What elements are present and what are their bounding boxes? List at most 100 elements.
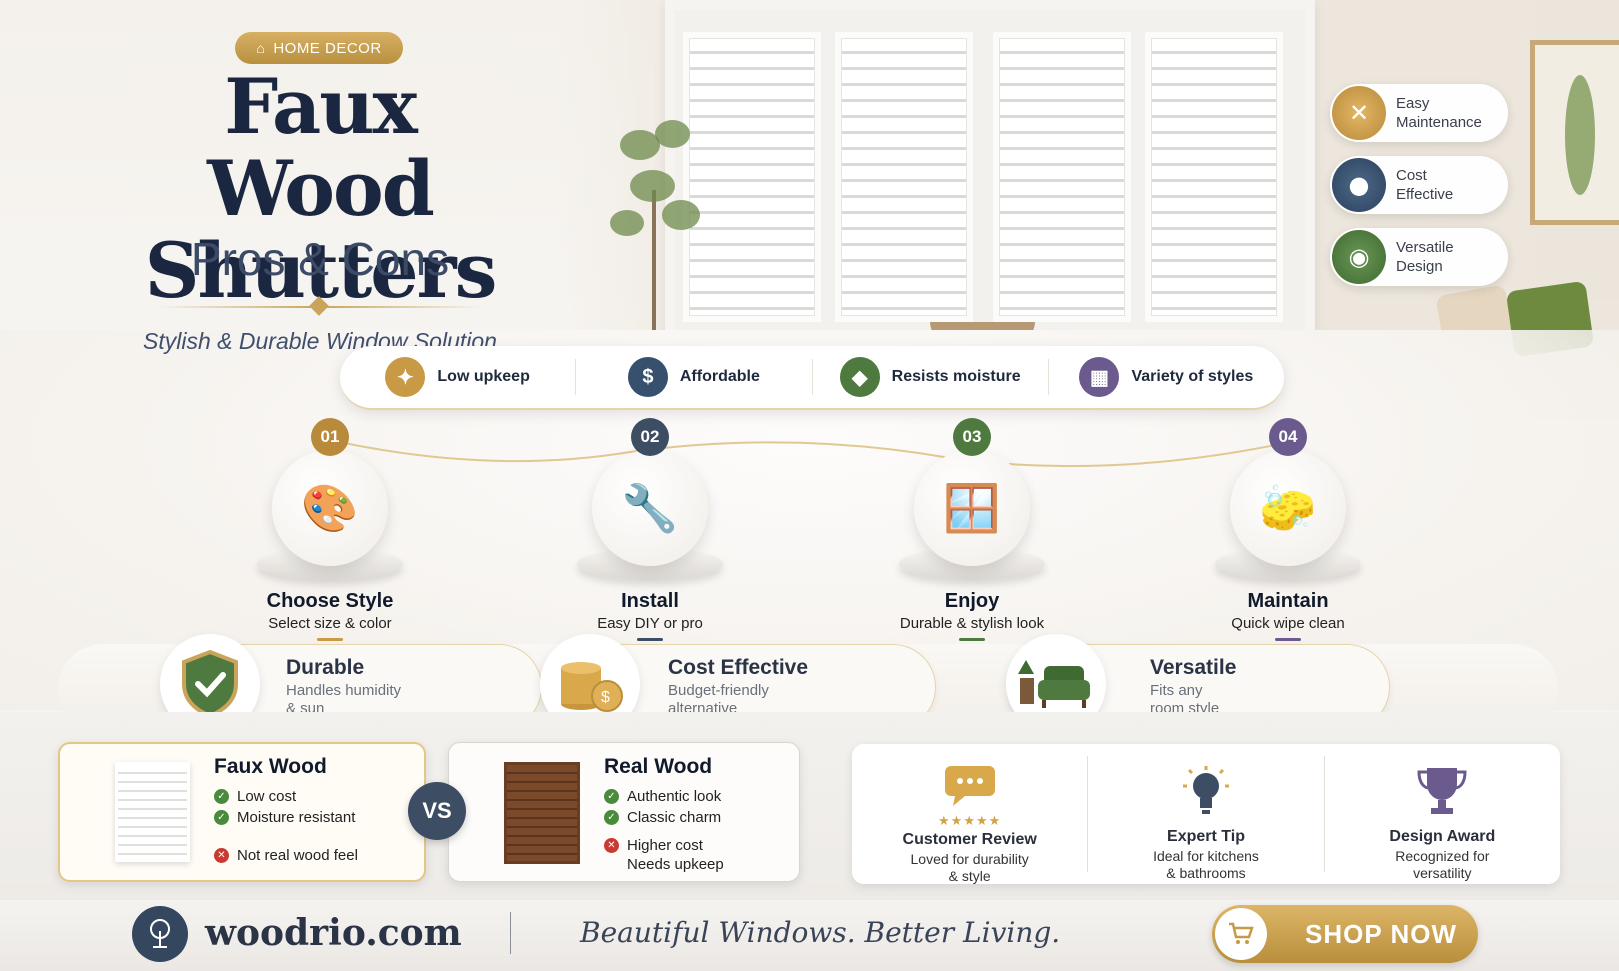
vs-badge: VS (408, 782, 466, 840)
wall-art-frame (1530, 40, 1619, 225)
page-subtitle: Pros & Cons (190, 233, 450, 285)
real-pro-item: ✓Authentic look (604, 787, 721, 806)
benefit-variety: ▦ Variety of styles (1049, 357, 1284, 397)
x-icon: ✕ (604, 838, 619, 853)
step-choose-style: 01 🎨 Choose Style Select size & color (220, 418, 440, 641)
benefit-low-upkeep: ✦ Low upkeep (340, 357, 577, 397)
window-icon: 🪟 (914, 450, 1030, 566)
steps-connector (330, 439, 1290, 468)
step-underline (1275, 638, 1301, 641)
step-title: Install (621, 590, 679, 612)
check-icon: ✓ (604, 810, 619, 825)
info-title: Customer Review (902, 831, 1037, 848)
step-underline (317, 638, 343, 641)
pro-title: Versatile (1150, 656, 1237, 679)
window-image (665, 0, 1315, 340)
svg-text:$: $ (601, 689, 610, 706)
real-pro-item: ✓Classic charm (604, 808, 721, 827)
drill-icon: 🔧 (592, 450, 708, 566)
check-icon: ✓ (214, 810, 229, 825)
shop-now-button[interactable]: SHOP NOW (1212, 905, 1478, 963)
benefit-label: Affordable (679, 368, 760, 385)
step-number: 01 (311, 418, 349, 456)
step-number: 03 (953, 418, 991, 456)
palette-icon: ◉ (1332, 230, 1386, 284)
step-number: 02 (631, 418, 669, 456)
badge-label: HOME DECOR (273, 39, 382, 57)
side-feature-line1: Cost (1396, 167, 1427, 184)
step-install: 02 🔧 Install Easy DIY or pro (540, 418, 760, 641)
step-subtitle: Select size & color (268, 615, 392, 632)
trophy-icon (1325, 764, 1560, 814)
plant-image (600, 110, 710, 340)
faux-pro-item: ✓Moisture resistant (214, 808, 355, 827)
piggy-bank-icon: ● (1332, 158, 1386, 212)
info-subtitle: Ideal for kitchens& bathrooms (1153, 848, 1259, 881)
faux-con-item: ✕Not real wood feel (214, 846, 358, 865)
side-feature-line1: Easy (1396, 95, 1430, 112)
title-line-1: Faux Wood (207, 62, 435, 233)
step-maintain: 04 🧽 Maintain Quick wipe clean (1178, 418, 1398, 641)
benefit-label: Variety of styles (1131, 368, 1254, 385)
step-title: Enjoy (944, 590, 1000, 612)
side-feature-line1: Versatile (1396, 239, 1454, 256)
step-underline (959, 638, 985, 641)
pro-title: Durable (286, 656, 365, 679)
white-shutter-icon (115, 762, 190, 862)
footer-slogan: Beautiful Windows. Better Living. (580, 916, 1061, 949)
info-subtitle: Loved for durability& style (910, 851, 1029, 884)
info-customer-review: ★★★★★ Customer Review Loved for durabili… (852, 756, 1089, 884)
footer-divider (510, 912, 511, 954)
brand-link[interactable]: woodrio.com (205, 912, 462, 954)
benefit-affordable: $ Affordable (576, 357, 813, 397)
cleaning-cloth-icon: 🧽 (1230, 450, 1346, 566)
info-panel: ★★★★★ Customer Review Loved for durabili… (852, 744, 1560, 884)
chat-bubble-icon (852, 764, 1087, 814)
lightbulb-icon (1088, 764, 1323, 814)
cart-icon (1215, 908, 1267, 960)
step-title: Maintain (1247, 590, 1329, 612)
water-drop-icon: ◆ (839, 357, 880, 397)
benefit-label: Low upkeep (437, 368, 530, 385)
check-icon: ✓ (604, 789, 619, 804)
rating-stars: ★★★★★ (938, 814, 1002, 829)
sparkle-brush-icon: ✦ (385, 357, 426, 397)
grid-icon: ▦ (1079, 357, 1120, 397)
swatch-fan-icon: 🎨 (272, 450, 388, 566)
step-subtitle: Durable & stylish look (899, 615, 1045, 632)
info-title: Design Award (1389, 828, 1496, 845)
step-number: 04 (1269, 418, 1307, 456)
side-feature-line2: Maintenance (1396, 114, 1482, 131)
info-expert-tip: Expert Tip Ideal for kitchens& bathrooms (1088, 756, 1325, 881)
benefit-moisture: ◆ Resists moisture (813, 357, 1049, 397)
side-feature-line2: Design (1396, 258, 1443, 275)
faux-pro-item: ✓Low cost (214, 787, 296, 806)
pro-title: Cost Effective (668, 656, 809, 679)
step-subtitle: Easy DIY or pro (597, 615, 703, 632)
faux-wood-title: Faux Wood (214, 755, 327, 778)
step-underline (637, 638, 663, 641)
benefit-label: Resists moisture (891, 368, 1021, 385)
benefits-strip: ✦ Low upkeep $ Affordable ◆ Resists mois… (340, 346, 1284, 410)
tree-logo-icon[interactable] (132, 906, 188, 962)
step-subtitle: Quick wipe clean (1231, 615, 1345, 632)
real-wood-title: Real Wood (604, 755, 713, 778)
info-title: Expert Tip (1167, 828, 1245, 845)
house-icon: ⌂ (256, 40, 266, 56)
wood-shutter-icon (504, 762, 580, 864)
category-badge: ⌂ HOME DECOR (235, 32, 403, 64)
side-feature-line2: Effective (1396, 186, 1454, 203)
check-icon: ✓ (214, 789, 229, 804)
step-enjoy: 03 🪟 Enjoy Durable & stylish look (862, 418, 1082, 641)
dollar-icon: $ (627, 357, 668, 397)
tools-icon: ✕ (1332, 86, 1386, 140)
shop-now-label: SHOP NOW (1305, 918, 1457, 949)
step-title: Choose Style (266, 590, 394, 612)
